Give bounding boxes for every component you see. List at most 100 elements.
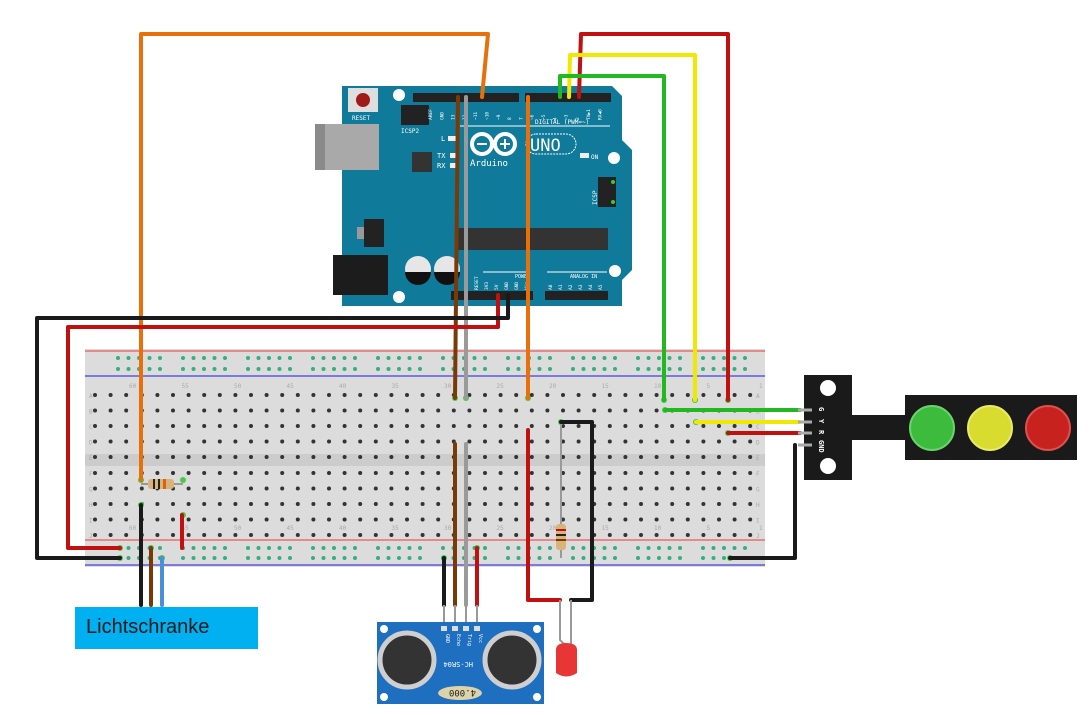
breadboard-hole[interactable]	[623, 486, 628, 491]
breadboard-hole[interactable]	[405, 393, 409, 397]
breadboard-hole[interactable]	[483, 439, 487, 444]
rail-hole[interactable]	[246, 356, 250, 360]
rail-hole[interactable]	[613, 546, 617, 550]
breadboard-hole[interactable]	[280, 486, 285, 491]
breadboard-hole[interactable]	[171, 439, 175, 444]
breadboard-hole[interactable]	[514, 408, 519, 413]
breadboard-hole[interactable]	[389, 439, 394, 444]
rail-hole[interactable]	[321, 546, 326, 550]
rail-hole[interactable]	[711, 556, 716, 560]
rail-hole[interactable]	[202, 546, 206, 550]
breadboard-hole[interactable]	[124, 408, 129, 413]
breadboard-hole[interactable]	[717, 393, 721, 397]
rail-hole[interactable]	[701, 556, 705, 560]
breadboard-hole[interactable]	[249, 393, 253, 397]
breadboard-hole[interactable]	[654, 393, 659, 397]
breadboard-hole[interactable]	[514, 471, 519, 475]
breadboard-hole[interactable]	[701, 533, 706, 537]
breadboard-hole[interactable]	[171, 455, 175, 459]
breadboard-hole[interactable]	[108, 424, 113, 428]
rail-hole[interactable]	[397, 367, 401, 371]
breadboard-hole[interactable]	[311, 533, 316, 537]
rail-hole[interactable]	[506, 367, 510, 371]
breadboard-hole[interactable]	[139, 486, 144, 491]
breadboard-hole[interactable]	[264, 486, 269, 491]
rail-hole[interactable]	[516, 367, 521, 371]
breadboard-hole[interactable]	[217, 517, 222, 522]
rail-hole[interactable]	[267, 556, 271, 560]
breadboard-hole[interactable]	[264, 533, 269, 537]
breadboard-hole[interactable]	[498, 471, 503, 475]
breadboard-hole[interactable]	[358, 533, 363, 537]
breadboard-hole[interactable]	[171, 517, 175, 522]
rail-hole[interactable]	[223, 556, 227, 560]
breadboard-hole[interactable]	[748, 533, 753, 537]
rail-hole[interactable]	[711, 546, 716, 550]
breadboard-hole[interactable]	[171, 408, 175, 413]
breadboard-hole[interactable]	[717, 424, 721, 428]
rail-hole[interactable]	[191, 546, 196, 550]
breadboard-hole[interactable]	[639, 517, 643, 522]
breadboard-hole[interactable]	[654, 408, 659, 413]
rail-hole[interactable]	[472, 367, 477, 371]
breadboard-hole[interactable]	[373, 424, 378, 428]
breadboard-hole[interactable]	[467, 408, 472, 413]
breadboard-hole[interactable]	[217, 471, 222, 475]
breadboard-hole[interactable]	[420, 533, 425, 537]
rail-hole[interactable]	[386, 556, 391, 560]
breadboard-hole[interactable]	[483, 393, 487, 397]
breadboard-hole[interactable]	[420, 471, 425, 475]
breadboard-hole[interactable]	[155, 424, 160, 428]
rail-hole[interactable]	[548, 546, 552, 550]
breadboard-hole[interactable]	[514, 455, 519, 459]
wire-red-d2[interactable]	[577, 32, 730, 402]
breadboard-hole[interactable]	[327, 439, 331, 444]
rail-hole[interactable]	[342, 367, 347, 371]
breadboard-hole[interactable]	[186, 393, 191, 397]
breadboard-hole[interactable]	[732, 393, 737, 397]
breadboard-hole[interactable]	[124, 502, 129, 506]
breadboard-hole[interactable]	[217, 533, 222, 537]
breadboard-hole[interactable]	[233, 424, 238, 428]
rail-hole[interactable]	[116, 367, 120, 371]
rail-hole[interactable]	[722, 556, 726, 560]
breadboard-hole[interactable]	[576, 517, 581, 522]
breadboard-hole[interactable]	[249, 486, 253, 491]
breadboard-hole[interactable]	[670, 502, 675, 506]
breadboard-hole[interactable]	[545, 424, 550, 428]
rail-hole[interactable]	[613, 356, 617, 360]
rail-hole[interactable]	[701, 546, 705, 550]
breadboard-hole[interactable]	[93, 471, 97, 475]
breadboard-hole[interactable]	[576, 502, 581, 506]
breadboard-hole[interactable]	[264, 517, 269, 522]
breadboard-hole[interactable]	[576, 533, 581, 537]
breadboard-hole[interactable]	[389, 455, 394, 459]
rail-hole[interactable]	[636, 546, 640, 550]
breadboard-hole[interactable]	[171, 471, 175, 475]
rail-hole[interactable]	[158, 367, 162, 371]
breadboard-hole[interactable]	[186, 502, 191, 506]
breadboard-hole[interactable]	[186, 455, 191, 459]
breadboard-hole[interactable]	[202, 502, 207, 506]
breadboard-hole[interactable]	[514, 517, 519, 522]
breadboard-hole[interactable]	[342, 439, 347, 444]
rail-hole[interactable]	[342, 556, 347, 560]
breadboard-hole[interactable]	[607, 439, 612, 444]
breadboard-hole[interactable]	[483, 502, 487, 506]
breadboard-hole[interactable]	[420, 517, 425, 522]
breadboard-hole[interactable]	[639, 502, 643, 506]
wire-orange-d11[interactable]	[139, 32, 490, 482]
breadboard-hole[interactable]	[514, 486, 519, 491]
breadboard-hole[interactable]	[498, 533, 503, 537]
breadboard-hole[interactable]	[420, 424, 425, 428]
breadboard-hole[interactable]	[93, 455, 97, 459]
breadboard-hole[interactable]	[498, 486, 503, 491]
breadboard-hole[interactable]	[670, 471, 675, 475]
breadboard-hole[interactable]	[233, 471, 238, 475]
breadboard-hole[interactable]	[295, 408, 300, 413]
rail-hole[interactable]	[202, 356, 206, 360]
breadboard-hole[interactable]	[342, 471, 347, 475]
breadboard-hole[interactable]	[327, 533, 331, 537]
rail-hole[interactable]	[397, 546, 401, 550]
breadboard-hole[interactable]	[654, 517, 659, 522]
